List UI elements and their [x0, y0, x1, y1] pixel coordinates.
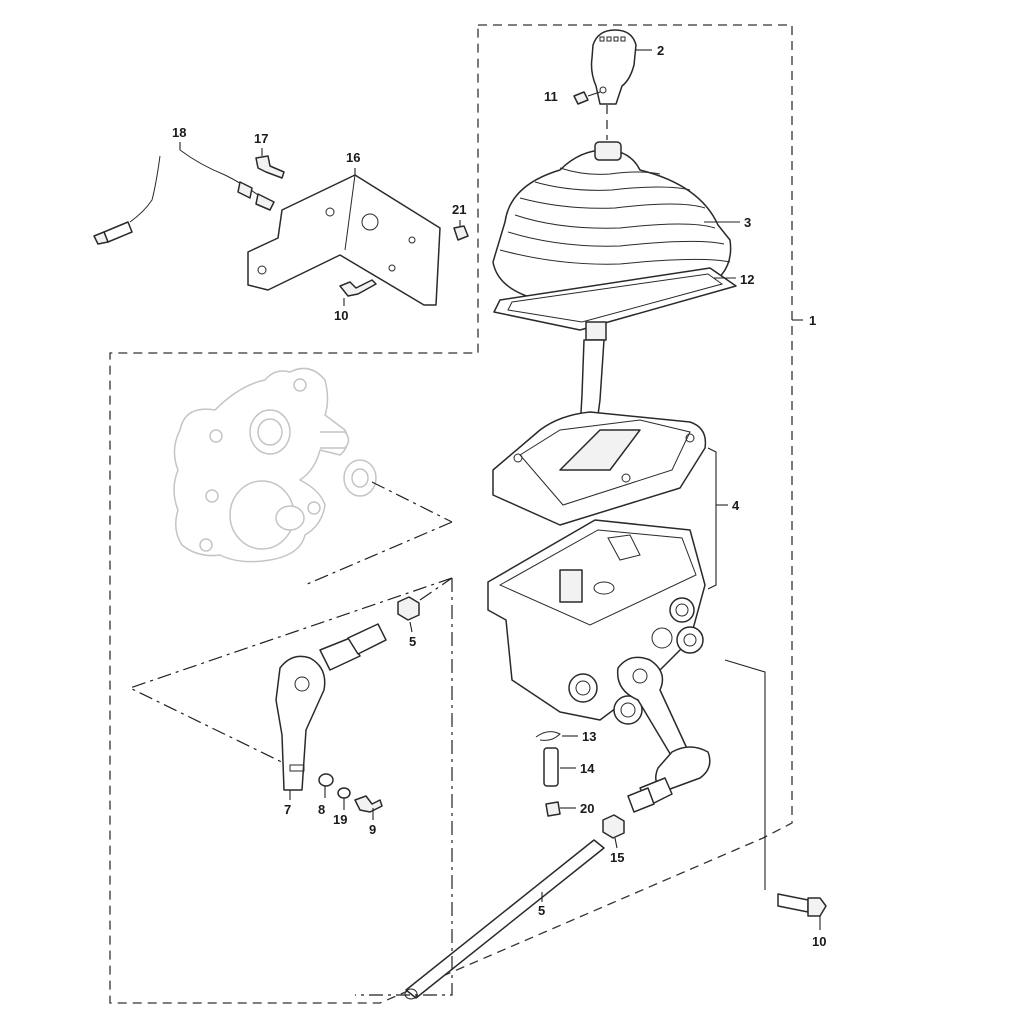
- callout-21: 21: [452, 202, 466, 217]
- subassembly-boundary: [128, 577, 453, 996]
- bracket-bolt-bottom: [339, 279, 377, 297]
- gate-cover: [492, 411, 707, 526]
- nut-axis-line: [419, 577, 453, 601]
- ghost-axis-line: [371, 481, 453, 523]
- nut-right: [602, 814, 625, 839]
- callout-5-rod: 5: [538, 903, 545, 918]
- group-bracket-4: [707, 447, 717, 590]
- lower-housing: [487, 519, 706, 725]
- mounting-bracket: [247, 174, 441, 306]
- spring-clip: [535, 731, 561, 741]
- callout-19: 19: [333, 812, 347, 827]
- assembly-boundary: [109, 24, 793, 1004]
- callout-12: 12: [740, 272, 754, 287]
- callout-10-bottom: 10: [812, 934, 826, 949]
- callout-18: 18: [172, 125, 186, 140]
- leader-lines: [179, 49, 821, 930]
- callout-15: 15: [610, 850, 624, 865]
- callout-4: 4: [732, 498, 740, 513]
- plug: [545, 801, 561, 817]
- callout-8: 8: [318, 802, 325, 817]
- nut-left: [397, 596, 420, 621]
- callout-20: 20: [580, 801, 594, 816]
- lever-plate: [275, 655, 326, 791]
- shift-knob: [590, 29, 637, 105]
- knob-screw: [573, 91, 589, 105]
- washer-small: [337, 787, 351, 799]
- callout-3: 3: [744, 215, 751, 230]
- ball-joint-right: [627, 777, 673, 813]
- link-rod: [404, 839, 605, 1000]
- callout-5-nut: 5: [409, 634, 416, 649]
- callout-17: 17: [254, 131, 268, 146]
- ghost-axis-line-2: [304, 521, 453, 586]
- callout-13: 13: [582, 729, 596, 744]
- ghost-housing: [173, 367, 377, 563]
- rubber-boot: [492, 141, 732, 301]
- callout-2: 2: [657, 43, 664, 58]
- gasket: [493, 267, 737, 331]
- callout-7: 7: [284, 802, 291, 817]
- pin: [543, 747, 559, 787]
- callout-16: 16: [346, 150, 360, 165]
- housing-lever-arm: [616, 656, 711, 793]
- mounting-bolt-bottom: [724, 659, 827, 917]
- callout-9: 9: [369, 822, 376, 837]
- bracket-nut: [453, 225, 469, 241]
- callout-1: 1: [809, 313, 816, 328]
- callout-11: 11: [544, 89, 558, 104]
- bracket-bolt-top: [255, 155, 285, 179]
- ball-joint-left: [319, 623, 387, 671]
- washer-large: [318, 773, 334, 787]
- callout-10-bracket: 10: [334, 308, 348, 323]
- cable-sensor: [93, 149, 275, 245]
- callout-14: 14: [580, 761, 595, 776]
- plate-bolt: [354, 795, 383, 813]
